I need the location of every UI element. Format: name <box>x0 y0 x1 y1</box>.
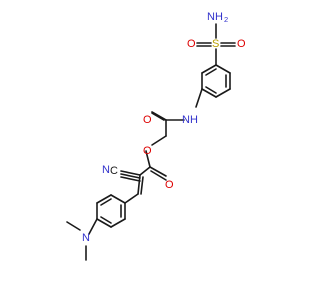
atom-o-sulfonyl-right: O <box>237 38 246 50</box>
atom-n-dimethyl: N <box>82 232 90 244</box>
atom-nh2: NH <box>207 11 223 23</box>
atom-nh-amide: NH <box>182 114 198 126</box>
bond <box>139 166 151 176</box>
bond <box>140 176 144 195</box>
bond-double-inner <box>100 198 112 206</box>
dimethylamino-group <box>66 218 98 261</box>
atom-labels: NH 2 S O O NH O O O N C N <box>82 11 246 244</box>
bond <box>201 88 217 98</box>
benzene-ring-top <box>201 64 231 98</box>
bond <box>150 170 167 181</box>
bond <box>110 218 126 228</box>
bond <box>96 194 112 204</box>
bond <box>66 221 81 231</box>
atom-c-nitrile: C <box>110 165 118 177</box>
chemical-structure-diagram: NH 2 S O O NH O O O N C N <box>66 11 246 261</box>
sulfonamide-group <box>196 23 236 66</box>
bond <box>88 218 98 235</box>
bond <box>120 170 141 176</box>
atom-o-sulfonyl-left: O <box>187 38 196 50</box>
bond <box>201 64 217 74</box>
atom-n-nitrile: N <box>102 164 110 176</box>
atom-o-amide: O <box>143 114 152 126</box>
bond <box>151 135 167 146</box>
bond <box>110 194 126 204</box>
atom-nh2-subscript: 2 <box>224 15 228 24</box>
bond <box>151 112 165 121</box>
bond <box>151 111 167 121</box>
bond <box>145 150 151 168</box>
amide-linker <box>151 88 203 146</box>
atom-o-ester: O <box>143 145 152 157</box>
bond <box>215 88 231 98</box>
bond <box>215 64 231 74</box>
bond <box>149 166 167 177</box>
benzene-ring-bottom <box>96 194 126 228</box>
bond <box>120 176 141 182</box>
ester-cyanoacrylate <box>120 150 167 204</box>
bond <box>137 174 141 195</box>
bond <box>195 88 203 108</box>
atom-o-carbonyl: O <box>165 179 174 191</box>
bond <box>124 193 139 204</box>
bond-double-inner <box>205 68 217 76</box>
bond-double-inner <box>100 216 112 224</box>
bond <box>96 218 112 228</box>
bond <box>120 173 141 179</box>
atom-s: S <box>212 38 219 50</box>
bond-double-inner <box>205 86 217 94</box>
